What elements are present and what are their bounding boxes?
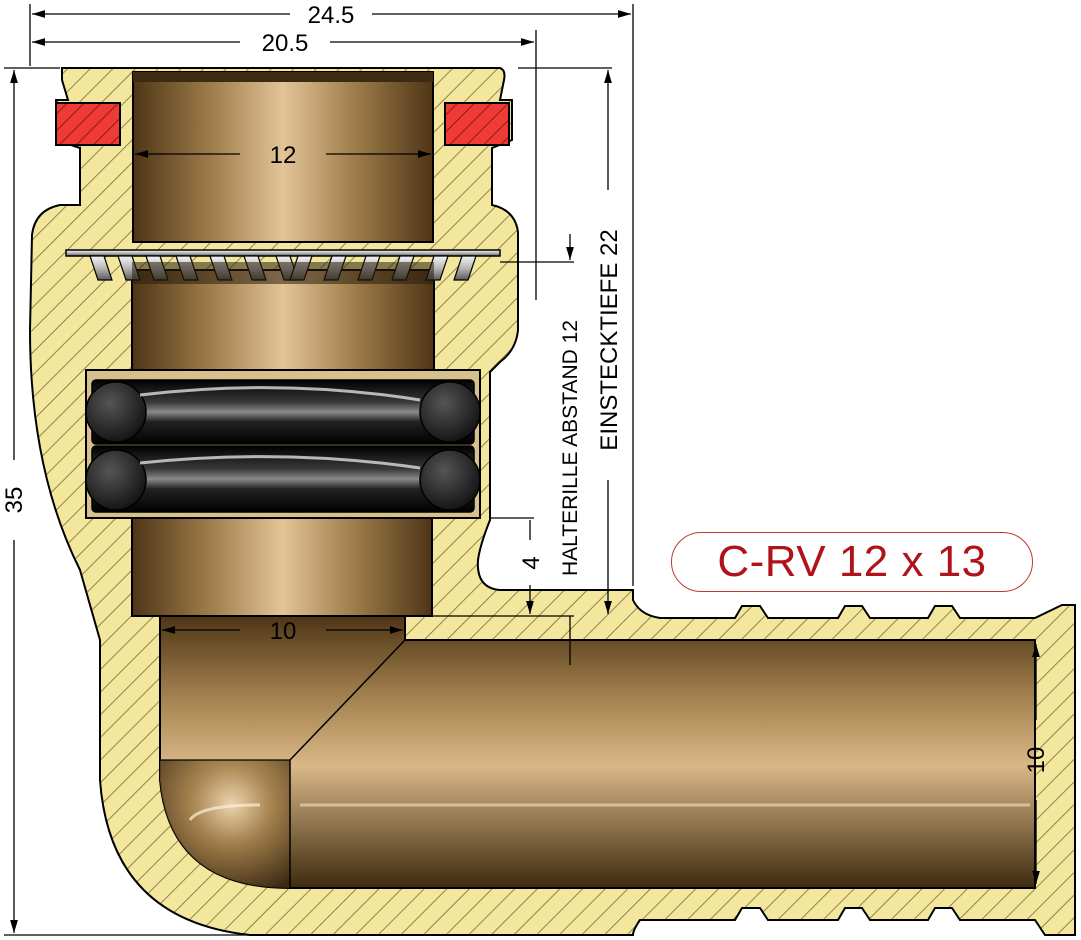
dim-outlet-diameter: 10	[1023, 747, 1050, 774]
outlet-bore	[159, 615, 1036, 889]
dim-overall-width: 24.5	[308, 2, 355, 29]
dim-body-width: 20.5	[262, 30, 309, 57]
grip-ring	[65, 249, 501, 284]
right-red-seal	[444, 102, 510, 146]
dim-groove-distance: HALTERILLE ABSTAND 12	[559, 320, 582, 576]
dim-groove-offset: 4	[518, 556, 545, 569]
left-red-seal	[55, 102, 121, 146]
dim-inner-diameter-top: 12	[270, 142, 297, 169]
dimensions	[4, 4, 1040, 936]
product-label-box: C-RV 12 x 13	[671, 532, 1033, 592]
o-ring-upper	[91, 379, 475, 445]
product-label: C-RV 12 x 13	[717, 537, 987, 586]
o-ring-chamber	[85, 369, 481, 519]
socket-bore	[131, 71, 435, 617]
grip-tooth	[453, 255, 477, 281]
dim-inner-diameter-bottom: 10	[270, 618, 297, 645]
grip-tooth	[89, 255, 113, 281]
dim-insertion-depth: EINSTECKTIEFE 22	[596, 229, 623, 450]
dim-height: 35	[1, 487, 28, 514]
